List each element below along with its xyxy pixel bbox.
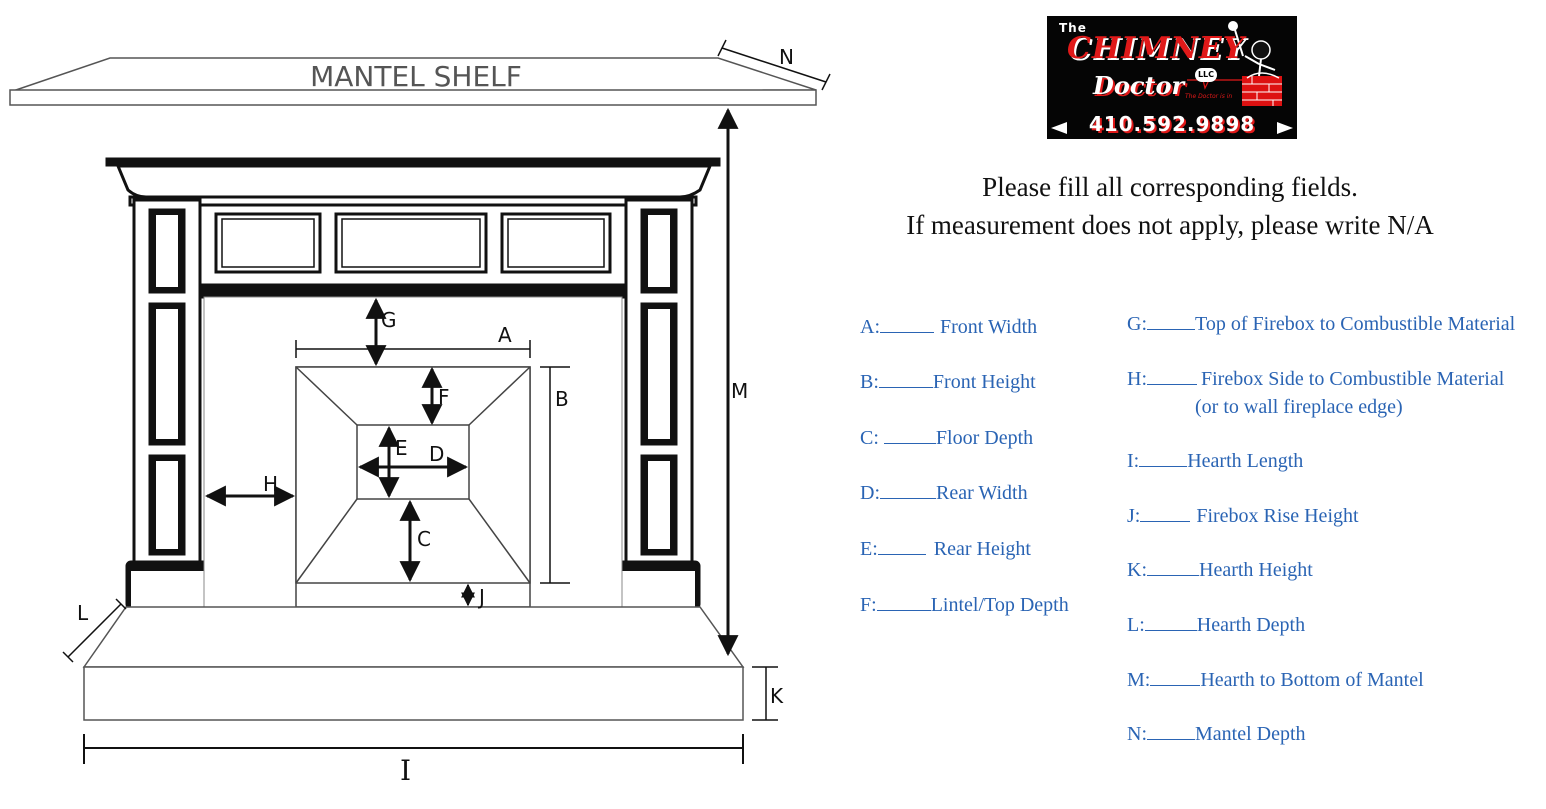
logo-chimney: CHIMNEY	[1067, 31, 1246, 66]
field-label: Hearth Depth	[1196, 614, 1306, 636]
field-letter: I:	[1127, 450, 1140, 472]
chimney-doctor-logo: The CHIMNEY LLC Doctor The Doctor is in …	[1047, 16, 1297, 139]
field-blank[interactable]	[880, 480, 936, 499]
label-b: B	[555, 387, 569, 411]
field-m[interactable]: M: Hearth to Bottom of Mantel	[1127, 667, 1424, 692]
field-blank[interactable]	[1147, 366, 1197, 385]
field-letter: H:	[1127, 368, 1147, 390]
field-label: Firebox Side to Combustible Material	[1201, 368, 1505, 390]
label-g: G	[381, 308, 397, 332]
field-label: Rear Width	[936, 482, 1028, 504]
fireplace-diagram: MANTEL SHELF	[9, 39, 831, 787]
label-m: M	[731, 379, 748, 403]
label-k: K	[770, 684, 784, 708]
mantel-shelf-label: MANTEL SHELF	[310, 60, 522, 93]
label-l: L	[77, 601, 89, 625]
field-letter: M:	[1127, 669, 1151, 691]
instructions-line-1: Please fill all corresponding fields.	[982, 172, 1358, 202]
logo-doctor: Doctor	[1093, 71, 1185, 100]
field-blank[interactable]	[877, 536, 926, 555]
left-pilaster	[125, 198, 211, 610]
logo-graphics	[1051, 21, 1293, 134]
field-f[interactable]: F: Lintel/Top Depth	[860, 592, 1069, 617]
field-label: Firebox Rise Height	[1196, 505, 1359, 527]
field-l[interactable]: L: Hearth Depth	[1127, 612, 1305, 637]
field-c[interactable]: C: Floor Depth	[860, 425, 1033, 450]
field-letter: D:	[860, 482, 880, 504]
field-h[interactable]: H: Firebox Side to Combustible Material (…	[1127, 366, 1504, 419]
dimension-lines	[62, 39, 831, 764]
hearth	[82, 606, 745, 721]
field-label: Hearth Height	[1199, 559, 1313, 581]
label-e: E	[395, 436, 408, 460]
field-letter: N:	[1127, 723, 1147, 745]
field-blank[interactable]	[883, 425, 936, 444]
label-d: D	[429, 442, 444, 466]
field-letter: A:	[860, 316, 880, 338]
field-letter: K:	[1127, 559, 1147, 581]
firebox	[295, 366, 531, 608]
field-blank[interactable]	[1144, 612, 1197, 631]
field-label: Mantel Depth	[1195, 723, 1306, 745]
field-blank[interactable]	[1140, 503, 1191, 522]
field-g[interactable]: G: Top of Firebox to Combustible Material	[1127, 311, 1515, 336]
field-blank[interactable]	[876, 592, 931, 611]
field-blank[interactable]	[1147, 557, 1199, 576]
mantel-shelf: MANTEL SHELF	[9, 57, 817, 106]
field-a[interactable]: A: Front Width	[860, 314, 1037, 339]
field-n[interactable]: N: Mantel Depth	[1127, 721, 1306, 746]
field-label: Top of Firebox to Combustible Material	[1195, 313, 1516, 335]
logo-llc: LLC	[1195, 68, 1217, 82]
field-label: Hearth Length	[1187, 450, 1304, 472]
field-blank[interactable]	[1147, 311, 1195, 330]
label-a: A	[498, 323, 512, 347]
field-letter: E:	[860, 538, 878, 560]
frieze	[198, 203, 628, 299]
field-blank[interactable]	[1139, 448, 1188, 467]
logo-phone: 410.592.9898	[1088, 112, 1256, 136]
field-i[interactable]: I: Hearth Length	[1127, 448, 1303, 473]
field-label: Rear Height	[933, 538, 1031, 560]
field-label: Floor Depth	[935, 427, 1034, 449]
label-h: H	[263, 472, 278, 496]
field-letter: B:	[860, 371, 879, 393]
field-letter: C:	[860, 427, 884, 449]
field-sublabel: (or to wall fireplace edge)	[1195, 396, 1403, 418]
field-blank[interactable]	[1150, 667, 1201, 686]
right-pilaster	[615, 198, 701, 610]
logo-tagline: The Doctor is in	[1185, 93, 1233, 100]
label-i: I	[400, 754, 411, 787]
field-blank[interactable]	[1147, 721, 1195, 740]
field-blank[interactable]	[878, 369, 933, 388]
field-blank[interactable]	[880, 314, 934, 333]
field-d[interactable]: D: Rear Width	[860, 480, 1028, 505]
instructions-line-2: If measurement does not apply, please wr…	[906, 210, 1434, 240]
instructions: Please fill all corresponding fields. If…	[830, 168, 1510, 244]
field-label: Front Width	[940, 316, 1038, 338]
label-c: C	[417, 527, 431, 551]
field-letter: G:	[1127, 313, 1147, 335]
field-letter: L:	[1127, 614, 1145, 636]
field-j[interactable]: J: Firebox Rise Height	[1127, 503, 1359, 528]
mantel-cornice	[105, 157, 721, 207]
logo-the: The	[1059, 21, 1087, 35]
field-e[interactable]: E: Rear Height	[860, 536, 1031, 561]
field-letter: F:	[860, 594, 877, 616]
field-label: Hearth to Bottom of Mantel	[1200, 669, 1424, 691]
label-j: J	[477, 585, 485, 609]
field-k[interactable]: K: Hearth Height	[1127, 557, 1313, 582]
label-f: F	[438, 385, 450, 409]
field-letter: J:	[1127, 505, 1141, 527]
field-label: Front Height	[932, 371, 1036, 393]
label-n: N	[779, 45, 794, 69]
field-b[interactable]: B: Front Height	[860, 369, 1036, 394]
field-label: Lintel/Top Depth	[930, 594, 1069, 616]
